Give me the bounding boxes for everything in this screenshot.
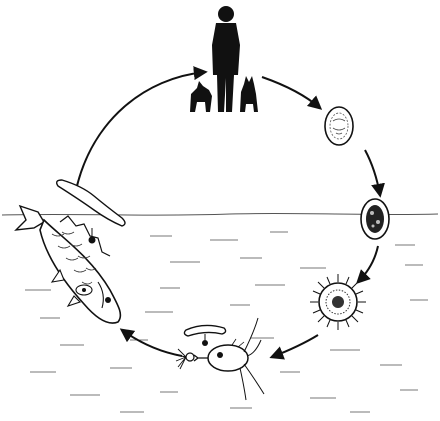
arrow-fish-to-hosts (76, 72, 205, 190)
arrow-coracidium-to-copepod (272, 335, 318, 357)
cat-icon (240, 76, 258, 112)
arrow-hosts-to-egg (262, 77, 320, 108)
arrow-embryonated-egg-to-coracidium (358, 246, 378, 282)
ciliated-larva-icon (310, 274, 366, 330)
fish-icon (16, 180, 125, 323)
embryonated-egg-icon (361, 199, 389, 239)
arrow-egg-to-embryonated-egg (365, 150, 380, 195)
copepod-icon (176, 318, 264, 400)
egg-icon (325, 107, 353, 145)
plerocercoid-larva-icon (57, 180, 125, 226)
dog-icon (190, 81, 212, 112)
arrow-copepod-to-fish (122, 330, 182, 356)
human-and-animals-icon (190, 6, 258, 112)
